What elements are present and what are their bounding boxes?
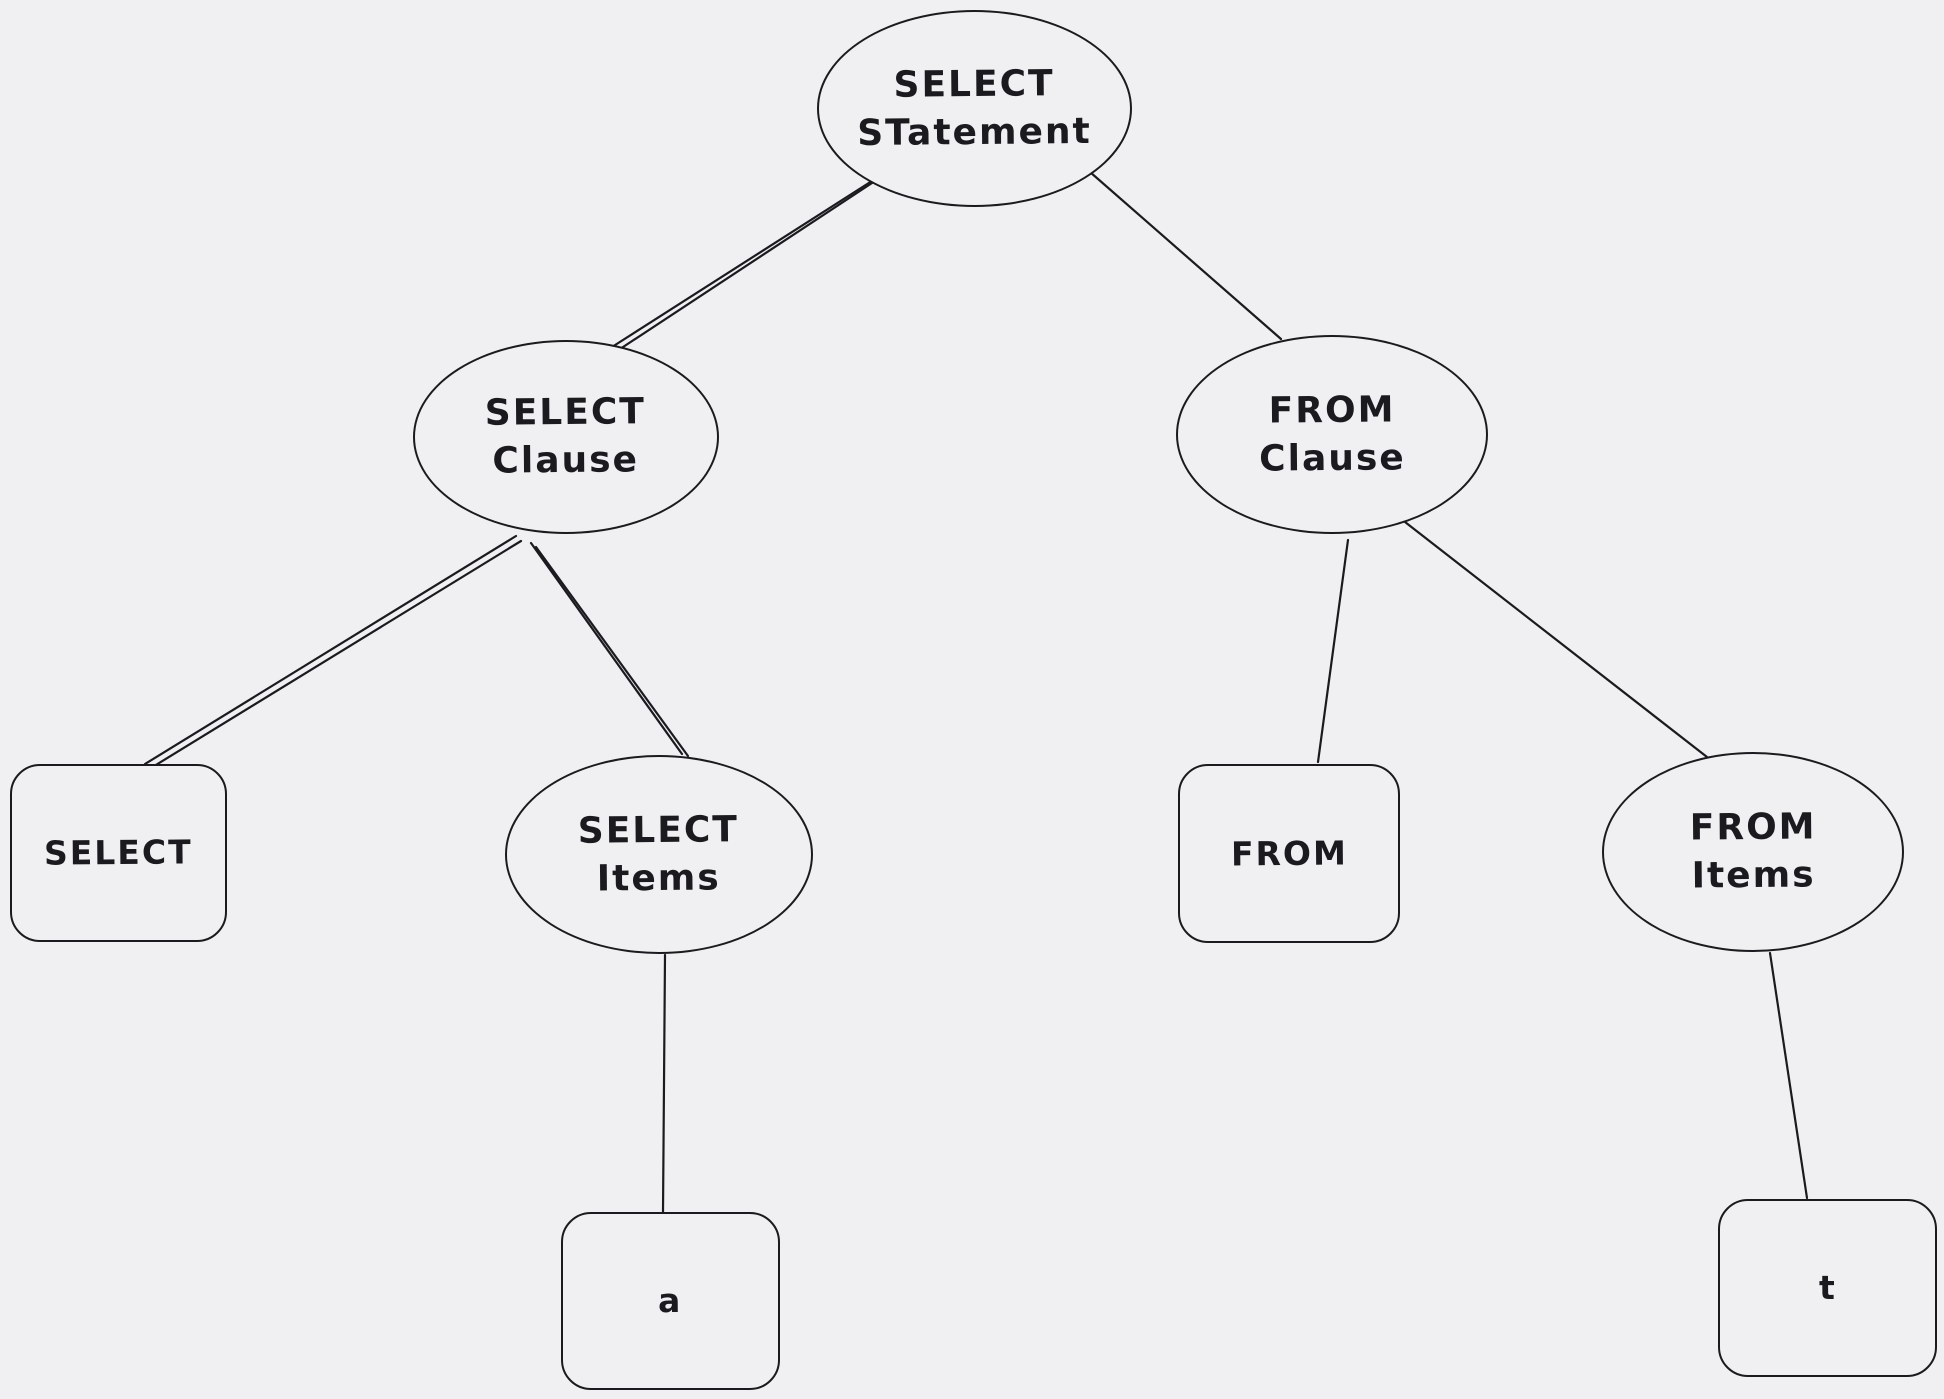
label-line: a	[658, 1281, 683, 1321]
node-from-items-label: FROM Items	[1689, 804, 1817, 900]
edge-from-clause-to-from-keyword	[1316, 538, 1350, 764]
node-select-clause-label: SELECT Clause	[485, 389, 647, 485]
node-select-keyword[interactable]: SELECT	[10, 764, 227, 942]
edge-select-statement-to-select-clause	[610, 177, 877, 353]
label-line: t	[1818, 1268, 1837, 1308]
label-line: SELECT	[893, 63, 1055, 106]
label-line: Items	[597, 856, 722, 900]
node-select-items[interactable]: SELECT Items	[505, 755, 813, 954]
edge-select-statement-to-from-clause	[1088, 170, 1283, 341]
node-from-keyword[interactable]: FROM	[1178, 764, 1400, 943]
node-from-clause-label: FROM Clause	[1258, 386, 1406, 482]
edge-select-clause-to-select-keyword	[143, 534, 523, 770]
node-from-keyword-label: FROM	[1230, 831, 1347, 876]
label-line: SELECT	[485, 391, 647, 435]
edge-select-clause-to-select-items	[529, 541, 690, 758]
node-item-a[interactable]: a	[561, 1212, 780, 1390]
node-table-t-label: t	[1818, 1266, 1836, 1310]
label-line: Items	[1691, 854, 1816, 897]
node-select-statement[interactable]: SELECT STatement	[817, 10, 1132, 207]
label-line: Clause	[1258, 436, 1406, 480]
label-line: FROM	[1268, 389, 1396, 432]
node-select-items-label: SELECT Items	[578, 806, 740, 902]
node-select-statement-label: SELECT STatement	[857, 60, 1092, 157]
node-from-clause[interactable]: FROM Clause	[1176, 335, 1488, 534]
label-line: STatement	[857, 110, 1093, 154]
label-line: FROM	[1230, 833, 1348, 874]
label-line: SELECT	[578, 809, 740, 852]
node-table-t[interactable]: t	[1718, 1199, 1937, 1377]
edge-select-items-to-item-a	[661, 953, 667, 1214]
edge-from-items-to-table-t	[1768, 951, 1809, 1200]
label-line: SELECT	[44, 832, 193, 873]
edge-from-clause-to-from-items	[1403, 520, 1709, 759]
node-select-keyword-label: SELECT	[44, 831, 193, 876]
label-line: FROM	[1689, 806, 1817, 850]
node-from-items[interactable]: FROM Items	[1602, 752, 1904, 952]
label-line: Clause	[492, 439, 640, 482]
node-item-a-label: a	[658, 1279, 683, 1323]
node-select-clause[interactable]: SELECT Clause	[413, 340, 719, 534]
